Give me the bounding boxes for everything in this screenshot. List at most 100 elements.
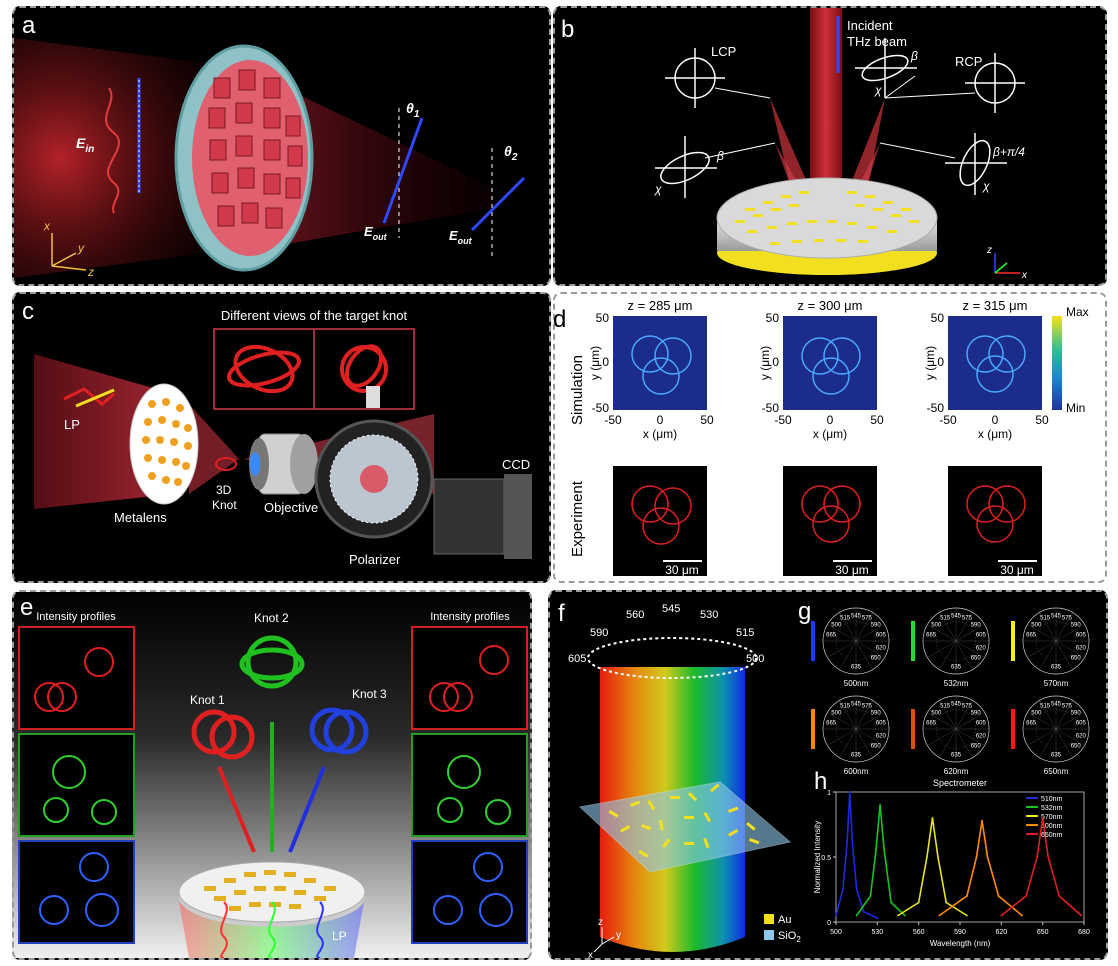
x-axis-label: Wavelength (nm) xyxy=(930,939,991,948)
polar-tick-label: 575 xyxy=(862,616,873,622)
ring-label-545: 545 xyxy=(662,603,680,615)
panel-b: b Incident THz beam xyxy=(553,6,1107,286)
legend-label-510nm: 510nm xyxy=(1041,796,1063,803)
series-point-532nm xyxy=(875,849,877,852)
ring-label-590: 590 xyxy=(590,627,608,639)
chi-label-right: χ xyxy=(982,179,990,193)
panel-label-b: b xyxy=(561,16,575,43)
polar-tick-label: 650 xyxy=(871,656,882,662)
wavelength-colorbar-4 xyxy=(911,709,915,749)
panel-a: a Ein θ1 xyxy=(12,6,551,286)
polar-tick-label: 545 xyxy=(951,613,962,619)
x-tick-label: 530 xyxy=(871,929,883,936)
polar-tick-label: 650 xyxy=(971,744,982,750)
chart-title: Spectrometer xyxy=(933,778,987,788)
x-tick-label: 560 xyxy=(913,929,925,936)
polar-tick-label: 605 xyxy=(876,720,887,726)
polar-tick-label: 635 xyxy=(1051,753,1062,759)
series-point-532nm xyxy=(890,901,893,904)
panel-f-illustration: 590 605 560 545 530 515 500 Au SiO2 z y … xyxy=(568,603,801,961)
ring-label-515: 515 xyxy=(736,627,754,639)
svg-text:-50: -50 xyxy=(592,401,610,415)
lp-label-e: LP xyxy=(332,929,347,943)
knot-1 xyxy=(191,709,255,760)
c-shaped-resonators xyxy=(735,191,919,245)
intensity-right-column xyxy=(411,626,528,944)
polar-tick-label: 650 xyxy=(871,744,882,750)
y-tick-label: 0.5 xyxy=(821,855,831,862)
polar-tick-label: 515 xyxy=(840,704,851,710)
multi-color-knot-illustration: Intensity profiles Intensity profiles xyxy=(18,611,528,959)
panel-label-a: a xyxy=(22,12,36,39)
polar-tick-label: 605 xyxy=(976,632,987,638)
svg-text:0: 0 xyxy=(827,413,834,427)
polar-tick-label: 635 xyxy=(951,753,962,759)
polar-tick-label: 620 xyxy=(876,646,887,652)
polar-tick-label: 575 xyxy=(962,616,973,622)
polar-tick-label: 665 xyxy=(1026,632,1037,638)
polar-tick-label: 545 xyxy=(1051,701,1062,707)
lp-waves-e xyxy=(220,901,324,959)
sim-map-300 xyxy=(783,316,877,410)
series-point-570nm xyxy=(897,914,899,917)
polar-tick-label: 590 xyxy=(871,710,882,716)
intensity-left-column xyxy=(18,626,135,944)
legend-au-label: Au xyxy=(778,914,791,926)
series-point-532nm xyxy=(883,849,886,852)
beta-label-top: β xyxy=(910,49,918,63)
beta-label-left: β xyxy=(716,149,724,163)
row-label-experiment: Experiment xyxy=(569,480,586,557)
svg-text:Eout: Eout xyxy=(449,228,473,246)
polar-tick-label: 545 xyxy=(851,613,862,619)
polarizer-label: Polarizer xyxy=(349,552,401,567)
wavelength-label-0: 500nm xyxy=(844,679,869,688)
polar-tick-label: 635 xyxy=(851,753,862,759)
colorbar-max: Max xyxy=(1066,305,1089,319)
knot-imaging-setup: LP Metalens 3D Knot Different views of t… xyxy=(34,308,532,567)
polar-tick-label: 665 xyxy=(826,720,837,726)
svg-text:50: 50 xyxy=(700,413,714,427)
svg-text:-50: -50 xyxy=(774,413,792,427)
legend-sio2-label: SiO xyxy=(778,930,797,942)
svg-text:θ2: θ2 xyxy=(504,143,518,163)
svg-text:θ1: θ1 xyxy=(406,100,420,120)
svg-text:-50: -50 xyxy=(762,401,780,415)
polar-tick-label: 605 xyxy=(1076,632,1087,638)
colorbar xyxy=(1052,316,1062,410)
x-axis-label-1: x (μm) xyxy=(643,427,677,441)
polar-tick-label: 515 xyxy=(1040,704,1051,710)
svg-text:-50: -50 xyxy=(927,401,945,415)
output-polarization-arrow-1 xyxy=(382,117,424,224)
axes-a xyxy=(51,233,87,271)
panel-d: d Simulation Experiment z = 285 μm 50 0 … xyxy=(553,292,1107,583)
y-axis-label-2: y (μm) xyxy=(758,346,772,380)
axis-y-a: y xyxy=(77,241,85,255)
svg-text:-50: -50 xyxy=(604,413,622,427)
svg-text:0: 0 xyxy=(772,355,779,369)
svg-text:50: 50 xyxy=(596,311,610,325)
lcp-label: LCP xyxy=(711,44,736,59)
polar-tick-label: 650 xyxy=(1071,656,1082,662)
panel-label-g: g xyxy=(798,598,812,625)
e-out-label-2: E xyxy=(449,228,458,243)
series-point-650nm xyxy=(1058,895,1061,897)
polar-tick-label: 590 xyxy=(871,622,882,628)
theta1-label: θ xyxy=(406,100,414,116)
polar-tick-label: 665 xyxy=(926,632,937,638)
polar-tick-label: 575 xyxy=(962,704,973,710)
wavelength-colorbar-0 xyxy=(811,621,815,661)
polarizer xyxy=(314,386,434,539)
knot-3-label: Knot 3 xyxy=(352,687,387,701)
legend-label-570nm: 570nm xyxy=(1041,814,1063,821)
inset-title: Different views of the target knot xyxy=(221,308,408,323)
knot-2 xyxy=(239,635,305,689)
polar-tick-label: 500 xyxy=(831,622,842,628)
exp-image-315 xyxy=(948,466,1042,576)
series-point-600nm xyxy=(986,856,989,858)
y-tick-label: 1 xyxy=(827,790,831,797)
polar-tick-label: 575 xyxy=(862,704,873,710)
